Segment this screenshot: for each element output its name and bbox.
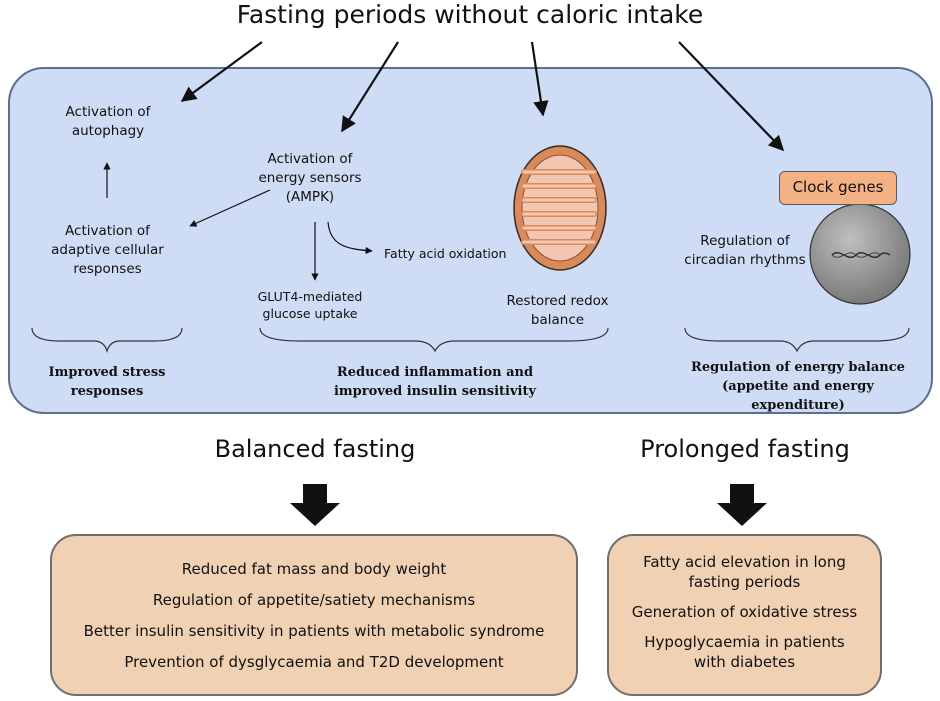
brace-stress (31, 327, 183, 354)
arrow-to-energy-sensors (341, 41, 399, 133)
nucleus-icon (809, 203, 911, 305)
prolonged-item: Generation of oxidative stress (631, 603, 858, 621)
brace-energy-balance (684, 327, 910, 353)
down-arrow-balanced (290, 484, 340, 526)
arrow-to-mitochondria (530, 41, 549, 117)
prolonged-outcomes-box: Fatty acid elevation in long fasting per… (607, 534, 882, 696)
balanced-outcomes-box: Reduced fat mass and body weight Regulat… (50, 534, 578, 696)
balanced-item: Reduced fat mass and body weight (181, 560, 447, 578)
prolonged-item: Hypoglycaemia in patients (644, 633, 845, 651)
main-title: Fasting periods without caloric intake (236, 0, 704, 29)
clock-genes-box: Clock genes (779, 171, 897, 205)
balanced-item: Prevention of dysglycaemia and T2D devel… (124, 653, 504, 671)
balanced-item: Better insulin sensitivity in patients w… (83, 622, 545, 640)
prolonged-item: with diabetes (693, 653, 796, 671)
arrow-to-autophagy (180, 41, 263, 102)
mitochondrion-icon (513, 145, 607, 271)
prolonged-item: Fatty acid elevation in long (643, 553, 846, 571)
down-arrow-prolonged (717, 484, 767, 526)
arrow-to-clock (678, 41, 785, 152)
energy-balance-outcome: Regulation of energy balance(appetite an… (691, 360, 905, 413)
arrow-ampk-to-adaptive (189, 189, 271, 227)
arrow-ampk-to-fatty-acid (327, 221, 373, 255)
prolonged-fasting-heading: Prolonged fasting (640, 435, 850, 463)
prolonged-item: fasting periods (688, 573, 801, 591)
balanced-item: Regulation of appetite/satiety mechanism… (152, 591, 476, 609)
balanced-fasting-heading: Balanced fasting (214, 435, 416, 463)
brace-inflammation (259, 327, 609, 353)
fatty-acid-oxidation-label: Fatty acid oxidation (384, 246, 507, 261)
mechanisms-panel (8, 67, 933, 414)
